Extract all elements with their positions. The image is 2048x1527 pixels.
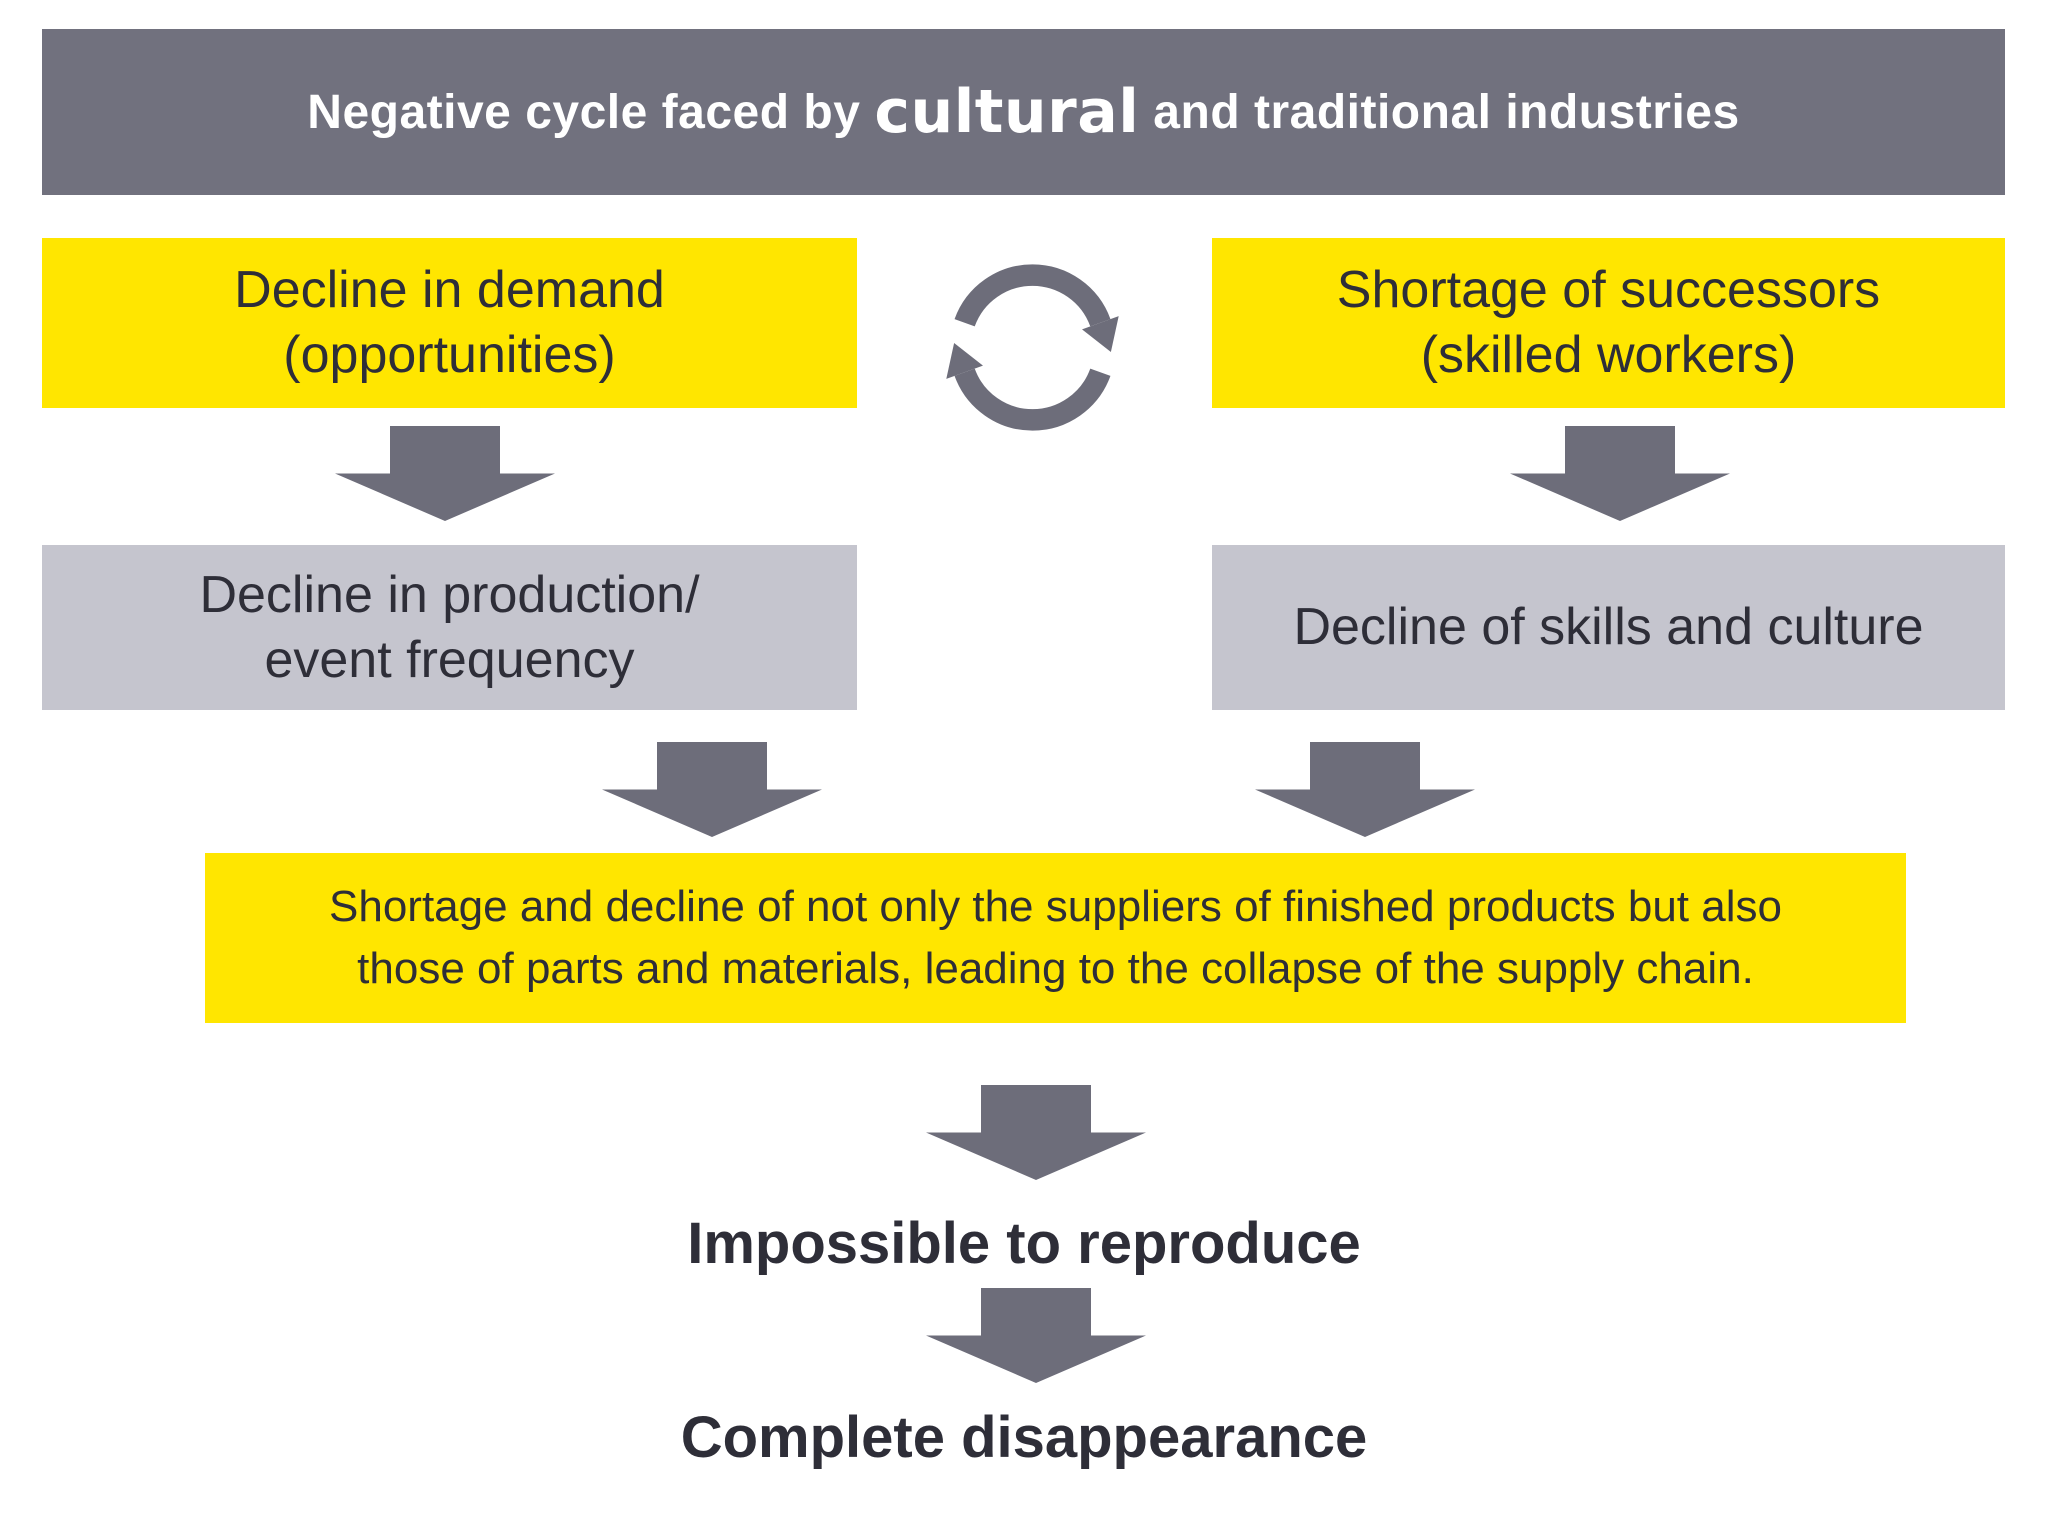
diagram-title-banner: Negative cycle faced by cultural and tra… [42,29,2005,195]
cycle-arrows-icon [946,264,1119,431]
box-supply-chain-collapse: Shortage and decline of not only the sup… [205,853,1906,1023]
down-arrow-icon [1510,426,1730,521]
outcome-impossible-to-reproduce: Impossible to reproduce [687,1210,1361,1276]
down-arrow-icon [335,426,555,521]
down-arrow-icon [602,742,822,837]
title-suffix: and traditional industries [1153,85,1740,139]
down-arrow-icon [926,1085,1146,1180]
box-decline-of-skills: Decline of skills and culture [1212,545,2005,710]
box-shortage-of-successors: Shortage of successors (skilled workers) [1212,238,2005,408]
box-decline-in-demand: Decline in demand (opportunities) [42,238,857,408]
title-emphasis: cultural [874,77,1140,147]
down-arrow-icon [1255,742,1475,837]
title-prefix: Negative cycle faced by [307,85,861,139]
outcome-complete-disappearance: Complete disappearance [680,1404,1368,1470]
down-arrow-icon [926,1288,1146,1383]
box-decline-in-production: Decline in production/ event frequency [42,545,857,710]
